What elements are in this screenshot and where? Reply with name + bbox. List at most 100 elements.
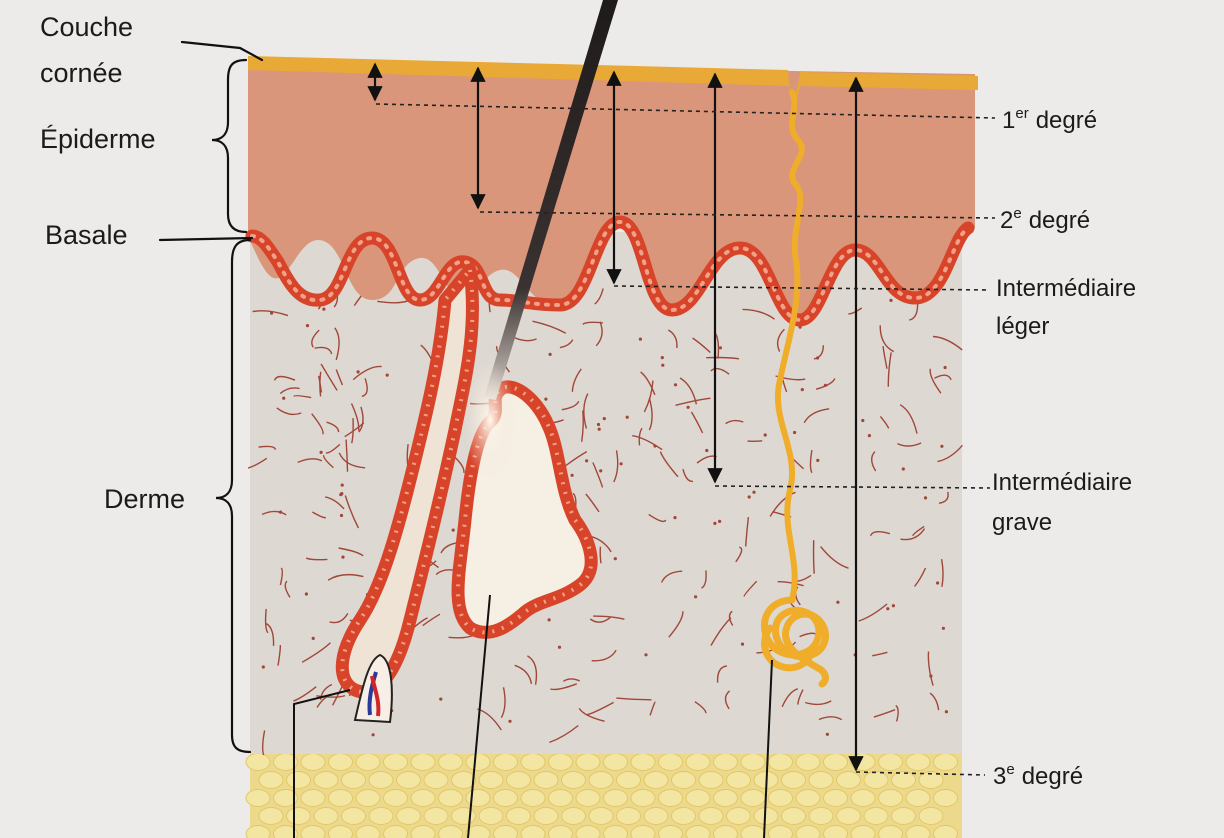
fat-cell — [659, 826, 683, 838]
label-1er-degre: 1erdegré — [1002, 105, 1097, 134]
label-1er-degre-sup: er — [1015, 105, 1028, 122]
dermis-dot — [868, 434, 871, 437]
fat-cell — [397, 808, 421, 825]
fat-cell — [604, 826, 628, 838]
dermis-dot — [902, 467, 905, 470]
fat-cell — [494, 790, 518, 807]
fat-cell — [521, 790, 545, 807]
fat-cell — [287, 808, 311, 825]
fat-cell — [851, 754, 875, 771]
fat-cell — [562, 808, 586, 825]
fat-cell — [507, 772, 531, 789]
fat-cell — [246, 790, 270, 807]
fat-cell — [659, 790, 683, 807]
dermis-dot — [694, 595, 697, 598]
dermis-dot — [924, 496, 927, 499]
fat-cell — [479, 808, 503, 825]
fat-cell — [494, 754, 518, 771]
fat-cell — [824, 790, 848, 807]
fat-cell — [686, 754, 710, 771]
fat-cell — [919, 808, 943, 825]
label-1er-degre-word: degré — [1036, 107, 1097, 134]
dermis-dot — [558, 646, 561, 649]
dermis-dot — [942, 627, 945, 630]
fat-cell — [259, 772, 283, 789]
dermis-dot — [282, 397, 285, 400]
dermis-dot — [372, 733, 375, 736]
fat-cell — [329, 754, 353, 771]
dermis-fiber — [600, 547, 601, 564]
label-cornee: cornée — [40, 58, 123, 88]
dermis-dot — [945, 710, 948, 713]
fat-cell — [411, 826, 435, 838]
dermis-dot — [936, 581, 939, 584]
fat-cell — [672, 772, 696, 789]
fat-cell — [727, 808, 751, 825]
fat-cell — [782, 808, 806, 825]
fat-cell — [892, 772, 916, 789]
label-couche: Couche — [40, 12, 133, 42]
fat-cell — [287, 772, 311, 789]
fat-cell — [301, 826, 325, 838]
right-labels: 1erdegré 2edegré Intermédiaire léger Int… — [992, 105, 1136, 790]
dermis-dot — [892, 604, 895, 607]
fat-cell — [314, 808, 338, 825]
dermis-dot — [836, 601, 839, 604]
fat-cell — [714, 790, 738, 807]
fat-cell — [369, 808, 393, 825]
derme-brace — [216, 240, 250, 752]
dermis-dot — [801, 388, 804, 391]
left-labels: Couche cornée Épiderme Basale Derme — [40, 12, 185, 514]
fat-cell — [329, 826, 353, 838]
fat-cell — [906, 754, 930, 771]
dermis-dot — [940, 445, 943, 448]
dermis-dot — [548, 618, 551, 621]
fat-cell — [769, 826, 793, 838]
fat-cell — [576, 754, 600, 771]
fat-cell — [864, 772, 888, 789]
dermis-dot — [741, 643, 744, 646]
fat-cell — [356, 754, 380, 771]
fat-cell — [686, 790, 710, 807]
fat-cell — [796, 790, 820, 807]
fat-cell — [809, 772, 833, 789]
fat-cell — [397, 772, 421, 789]
skin-block — [242, 0, 978, 838]
dermis-dot — [826, 733, 829, 736]
dermis-dot — [718, 520, 721, 523]
dermis-dot — [386, 374, 389, 377]
fat-cell — [617, 772, 641, 789]
fat-cell — [549, 754, 573, 771]
dermis-dot — [597, 423, 600, 426]
fat-cell — [824, 826, 848, 838]
fat-cell — [562, 772, 586, 789]
fat-cell — [672, 808, 696, 825]
fat-cell — [851, 790, 875, 807]
fat-cell — [934, 754, 958, 771]
fat-cell — [424, 808, 448, 825]
basale-leader — [160, 238, 252, 240]
fat-cell — [246, 754, 270, 771]
dermis-dot — [439, 698, 442, 701]
dermis-dot — [929, 674, 932, 677]
fat-cell — [851, 826, 875, 838]
fat-cell — [879, 754, 903, 771]
fat-cell — [452, 808, 476, 825]
dermis-dot — [886, 607, 889, 610]
dermis-dot — [653, 444, 656, 447]
fat-cell — [824, 754, 848, 771]
fat-cell — [411, 790, 435, 807]
fat-cell — [494, 826, 518, 838]
epiderme-brace — [212, 60, 246, 232]
fat-cell — [644, 808, 668, 825]
fat-cell — [384, 790, 408, 807]
fat-cell — [892, 808, 916, 825]
fat-cell — [466, 790, 490, 807]
label-3e-degre: 3edegré — [993, 761, 1083, 790]
label-derme: Derme — [104, 484, 185, 514]
fat-cell — [741, 790, 765, 807]
fat-cell — [534, 808, 558, 825]
dermis-dot — [793, 431, 796, 434]
dermis-dot — [306, 324, 309, 327]
